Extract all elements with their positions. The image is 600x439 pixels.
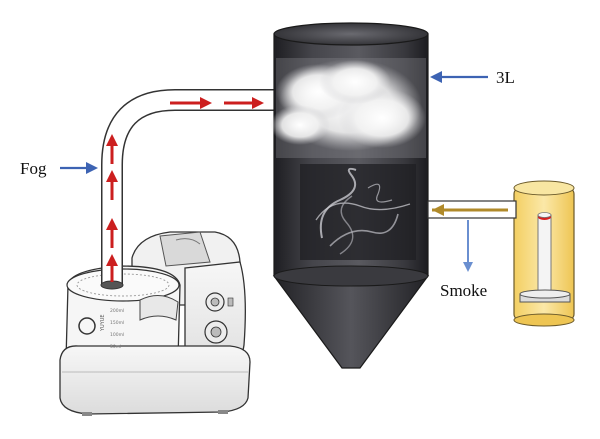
volume-label-group: 3L	[430, 68, 515, 87]
device-brand-text: YUYUE	[100, 314, 106, 332]
volume-label: 3L	[496, 68, 515, 87]
chamber-top	[273, 22, 429, 46]
smoke-wisps	[300, 164, 416, 260]
fog-label: Fog	[20, 159, 47, 178]
fog-cloud	[270, 58, 426, 158]
smoke-flow-arrow	[432, 204, 444, 216]
nebulizer-device: YUYUE 200ml 150ml 100ml 50ml	[59, 231, 251, 416]
flow-arrow-up	[106, 170, 118, 200]
fog-label-group: Fog	[20, 159, 98, 178]
flow-arrow-up	[106, 134, 118, 164]
flow-arrow-up	[106, 218, 118, 248]
exposure-chamber	[270, 22, 430, 369]
fog-pointer-arrow	[86, 162, 98, 174]
smoke-label: Smoke	[440, 281, 487, 300]
cigarette-holder	[513, 180, 575, 327]
smoke-down-arrow	[463, 220, 473, 272]
scale-mark: 150ml	[110, 320, 124, 326]
cigarette	[537, 214, 552, 298]
scale-mark: 100ml	[110, 332, 124, 338]
flow-arrow-right	[170, 97, 212, 109]
scale-mark: 200ml	[110, 308, 124, 314]
smoke-connector-tube	[427, 200, 517, 219]
flow-arrow-right	[224, 97, 264, 109]
fog-flow-arrows	[106, 97, 264, 282]
volume-pointer-arrow	[430, 71, 442, 83]
flow-arrow-up	[106, 254, 118, 282]
scale-mark: 50ml	[110, 344, 121, 350]
